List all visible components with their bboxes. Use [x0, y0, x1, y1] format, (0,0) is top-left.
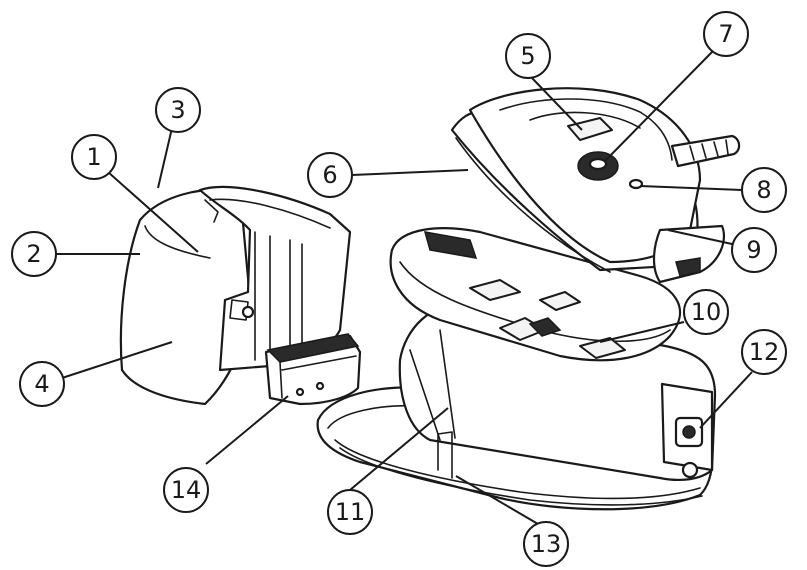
callout-13: 13	[523, 521, 569, 567]
callout-6-circle	[307, 152, 353, 198]
leader-5	[531, 77, 583, 131]
heel-rest-pad	[675, 257, 701, 277]
callout-1-label: 1	[86, 143, 101, 171]
iron-button-panel	[567, 117, 613, 141]
leader-11	[349, 407, 449, 491]
tank-column-2	[289, 239, 303, 351]
tank-rim	[209, 198, 331, 229]
rest-pad-center	[528, 317, 562, 337]
filter-bolt-1	[295, 387, 305, 397]
callout-2-circle	[11, 231, 57, 277]
leader-1	[107, 171, 199, 253]
leader-3	[157, 127, 173, 189]
callout-1-circle	[71, 134, 117, 180]
base-station	[316, 227, 717, 511]
callout-12-circle	[741, 329, 787, 375]
power-socket-pin	[682, 425, 696, 439]
filter-top	[266, 333, 360, 363]
callout-5-circle	[505, 33, 551, 79]
callout-2: 2	[11, 231, 57, 277]
callout-3: 3	[155, 87, 201, 133]
tank-top-clip	[204, 199, 219, 223]
rest-pad-diamond-1	[469, 279, 521, 301]
leader-13	[455, 475, 539, 525]
rest-pad-diamond-4	[539, 291, 581, 311]
callout-11-circle	[327, 489, 373, 535]
filter-cartridge	[264, 333, 362, 406]
tank-outer-shell	[119, 188, 252, 406]
base-tray-groove-1	[334, 439, 701, 500]
callout-14-label: 14	[171, 476, 202, 504]
rest-pad-diamond-3	[579, 337, 626, 359]
callout-13-label: 13	[531, 530, 562, 558]
leader-8	[639, 185, 743, 191]
iron-handle-grip	[529, 111, 641, 129]
callout-8-label: 8	[756, 176, 771, 204]
callout-4: 4	[19, 361, 65, 407]
callout-9-label: 9	[746, 236, 761, 264]
cord-sleeve	[670, 134, 741, 168]
leader-7	[603, 51, 713, 163]
callout-3-label: 3	[170, 96, 185, 124]
indicator-light	[628, 178, 644, 190]
callout-10-circle	[683, 289, 729, 335]
filter-edge	[279, 355, 357, 399]
tank-screw	[241, 305, 255, 319]
water-tank-assembly	[119, 185, 352, 406]
callout-10: 10	[683, 289, 729, 335]
callout-11: 11	[327, 489, 373, 535]
base-side-panel	[409, 329, 456, 441]
tank-shell-edge	[144, 225, 211, 259]
callout-5: 5	[505, 33, 551, 79]
callout-14: 14	[163, 467, 209, 513]
rest-pad-rear	[423, 231, 478, 259]
tank-column-1	[254, 231, 271, 363]
callout-7-circle	[703, 11, 749, 57]
callout-6: 6	[307, 152, 353, 198]
callout-7: 7	[703, 11, 749, 57]
callout-12-label: 12	[749, 338, 780, 366]
leader-lines	[56, 51, 753, 525]
leader-12	[699, 371, 753, 429]
callout-4-circle	[19, 361, 65, 407]
leader-14	[205, 395, 289, 465]
leader-9	[667, 229, 733, 245]
callout-1: 1	[71, 134, 117, 180]
cord-sleeve-ribs	[689, 139, 729, 161]
rear-knob	[681, 461, 699, 479]
iron-rest-plate	[389, 227, 681, 362]
callout-4-label: 4	[34, 370, 49, 398]
callout-12: 12	[741, 329, 787, 375]
dial-center	[588, 157, 608, 171]
callout-9-circle	[731, 227, 777, 273]
soleplate-edge	[455, 137, 611, 273]
iron-handle-top	[499, 98, 673, 161]
callout-9: 9	[731, 227, 777, 273]
callout-3-circle	[155, 87, 201, 133]
filter-bolt-2	[315, 381, 325, 391]
callout-8: 8	[741, 167, 787, 213]
callout-11-label: 11	[335, 498, 366, 526]
callout-7-label: 7	[718, 20, 733, 48]
leader-6	[351, 169, 469, 176]
tank-slot	[229, 299, 249, 321]
callout-10-label: 10	[691, 298, 722, 326]
callout-8-circle	[741, 167, 787, 213]
callout-14-circle	[163, 467, 209, 513]
callout-13-circle	[523, 521, 569, 567]
base-hook	[437, 431, 453, 479]
leader-4	[61, 341, 173, 379]
callout-6-label: 6	[322, 161, 337, 189]
steam-iron	[450, 87, 741, 284]
callout-5-label: 5	[520, 42, 535, 70]
callout-2-label: 2	[26, 240, 41, 268]
leader-10	[599, 321, 685, 343]
